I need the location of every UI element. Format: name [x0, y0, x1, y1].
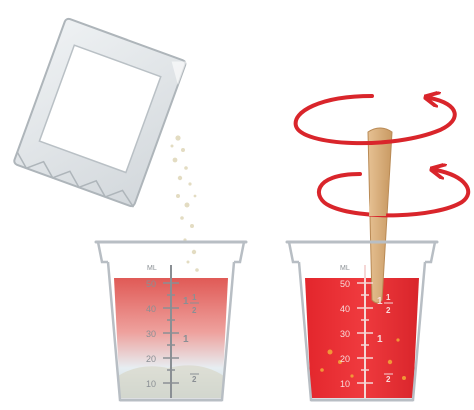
powder-packet-icon	[13, 18, 186, 207]
unit-label: ML	[340, 265, 350, 272]
fraction-label: 1	[386, 293, 391, 302]
measuring-cup-right: ML 50 40 30 20 10 1 1 2 1 2	[287, 128, 437, 400]
fraction-label: 2	[192, 375, 197, 384]
tick-label: 50	[146, 279, 156, 289]
fraction-label: 1	[183, 334, 189, 345]
falling-powder	[171, 135, 199, 271]
fraction-label: 1	[377, 334, 383, 345]
measuring-cup-left: ML 50 40 30 20 10 1 1 2 1 2	[96, 242, 246, 400]
fraction-label: 2	[386, 375, 391, 384]
unit-label: ML	[147, 265, 157, 272]
tick-label: 10	[340, 379, 350, 389]
fraction-label: 1	[192, 293, 197, 302]
tick-label: 10	[146, 379, 156, 389]
tick-label: 30	[146, 329, 156, 339]
liquid-right	[305, 278, 419, 398]
stir-stick-front	[369, 180, 389, 216]
fraction-label: 2	[192, 306, 197, 315]
tick-label: 40	[146, 304, 156, 314]
tick-label: 20	[146, 354, 156, 364]
tick-label: 20	[340, 354, 350, 364]
tick-label: 40	[340, 304, 350, 314]
fraction-label: 1	[377, 296, 383, 307]
fraction-label: 2	[386, 306, 391, 315]
fraction-label: 1	[183, 296, 189, 307]
tick-label: 50	[340, 279, 350, 289]
tick-label: 30	[340, 329, 350, 339]
